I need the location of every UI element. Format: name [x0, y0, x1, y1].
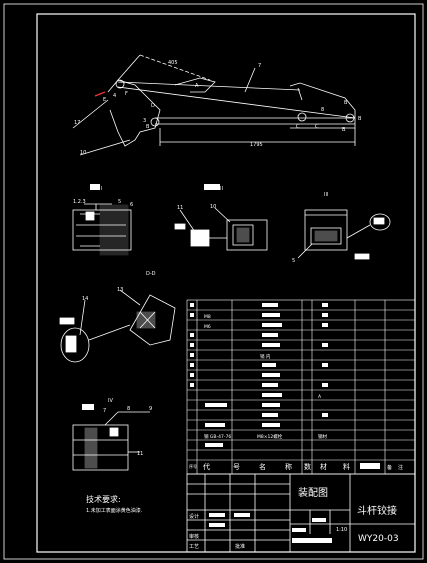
- parts-table-header: 序号 代 号 名 称 数 材 料 备 注: [189, 462, 403, 471]
- drawing-type: 装配图: [298, 486, 328, 499]
- cell-m8: M8: [204, 314, 211, 320]
- header-no: 号: [233, 463, 240, 471]
- row-approve: 批准: [235, 543, 245, 550]
- label-10: 10: [80, 150, 86, 156]
- drawing-number: WY20-03: [358, 534, 399, 544]
- cell-pin: 销 内: [260, 353, 271, 360]
- detail-2-tag: [204, 184, 220, 190]
- label-dim-bottom: 1795: [250, 142, 263, 148]
- header-code: 代: [203, 462, 210, 471]
- label-dim-top: 405: [168, 60, 178, 66]
- header-remark: 备: [387, 464, 392, 471]
- row-check: 审核: [189, 533, 199, 540]
- title-block: [186, 473, 416, 553]
- label-C: C: [296, 124, 300, 130]
- label-8: 8: [321, 107, 324, 113]
- detail-2-num-a: 11: [177, 205, 183, 211]
- label-B-pin: B: [358, 116, 362, 122]
- detail-4-title: D-D: [146, 271, 156, 277]
- notes-heading: 技术要求:: [86, 494, 121, 504]
- label-B-left: B: [146, 124, 150, 130]
- parts-table: [186, 299, 416, 475]
- detail-view-4-labels: D-D 14 13: [82, 271, 156, 302]
- notes-line-1: 1.未加工表面涂黄色油漆.: [86, 507, 143, 514]
- cell-m6: M6: [204, 324, 211, 330]
- detail-5-tag: [82, 404, 94, 410]
- label-F: F: [125, 91, 128, 97]
- header-name2: 称: [285, 462, 292, 471]
- detail-3-title: III: [324, 192, 328, 198]
- part-name: 斗杆铰接: [357, 504, 397, 517]
- detail-3-num: 5: [292, 258, 295, 264]
- detail-5-title: IV: [108, 398, 113, 404]
- label-17: 17: [74, 120, 80, 126]
- detail-1-num-a: 1.2.3: [73, 199, 86, 205]
- technical-notes: 技术要求: 1.未加工表面涂黄色油漆.: [86, 494, 143, 514]
- label-B-right: B: [344, 100, 348, 106]
- detail-5-num-b: 8: [127, 406, 130, 412]
- title-block-fill: [209, 513, 332, 543]
- detail-view-2: [174, 207, 268, 251]
- detail-1-title: I: [101, 186, 102, 192]
- header-name: 名: [259, 462, 266, 471]
- detail-2-num-b: 10: [210, 204, 216, 210]
- detail-view-3: [297, 209, 391, 260]
- title-block-text: 装配图 斗杆铰接 WY20-03 1:10 设计 审核 工艺 批准: [189, 486, 399, 550]
- cell-lunit: 钢 GB-47-76: [204, 433, 231, 440]
- label-E: E: [103, 97, 106, 103]
- cell-sleeve: M8×12螺栓: [257, 433, 283, 440]
- label-C2: C: [315, 124, 319, 130]
- header-material2: 料: [343, 462, 350, 471]
- detail-view-4: [59, 289, 176, 363]
- main-view: [72, 54, 356, 156]
- parts-table-cells: [190, 303, 380, 469]
- detail-4-num-b: 13: [117, 287, 123, 293]
- main-view-labels: 7 405 A E F D B C C B B B 8 17 10 1795 3…: [74, 60, 362, 156]
- header-qty: 数: [304, 462, 311, 471]
- detail-5-num-a: 7: [103, 408, 106, 414]
- scale: 1:10: [336, 527, 347, 533]
- label-4: 4: [113, 93, 116, 99]
- label-D: D: [151, 103, 155, 109]
- detail-4-num-a: 14: [82, 296, 88, 302]
- detail-view-1-labels: I 1.2.3 5 6: [73, 186, 133, 208]
- outer-border: [3, 3, 424, 560]
- detail-view-5: [72, 411, 150, 471]
- row-design: 设计: [189, 513, 199, 520]
- cell-a: A: [318, 394, 322, 400]
- detail-view-1: [72, 203, 132, 256]
- detail-5-num-c: 9: [149, 406, 152, 412]
- detail-view-2-labels: II 11 10: [177, 186, 223, 211]
- row-craft: 工艺: [189, 544, 199, 550]
- detail-1-tag: [90, 184, 100, 190]
- detail-5-num-d: 11: [137, 451, 143, 457]
- header-remark2: 注: [398, 464, 403, 471]
- parts-table-text: M8 M6 销 内 钢 GB-47-76 M8×12螺栓 钢材 A: [204, 314, 327, 440]
- header-seq: 序号: [189, 463, 197, 469]
- detail-2-title: II: [220, 186, 223, 192]
- label-3: 3: [143, 118, 146, 124]
- label-B-bottom: B: [342, 127, 346, 133]
- detail-view-5-labels: IV 7 8 9 11: [103, 398, 152, 457]
- detail-1-num-b: 5: [118, 199, 121, 205]
- label-A: A: [195, 83, 199, 89]
- cell-material: 钢材: [318, 433, 327, 440]
- detail-view-3-labels: III 5: [292, 192, 328, 264]
- inner-frame: [36, 13, 416, 553]
- header-material: 材: [320, 462, 327, 471]
- detail-1-num-c: 6: [130, 202, 133, 208]
- label-7: 7: [258, 63, 261, 69]
